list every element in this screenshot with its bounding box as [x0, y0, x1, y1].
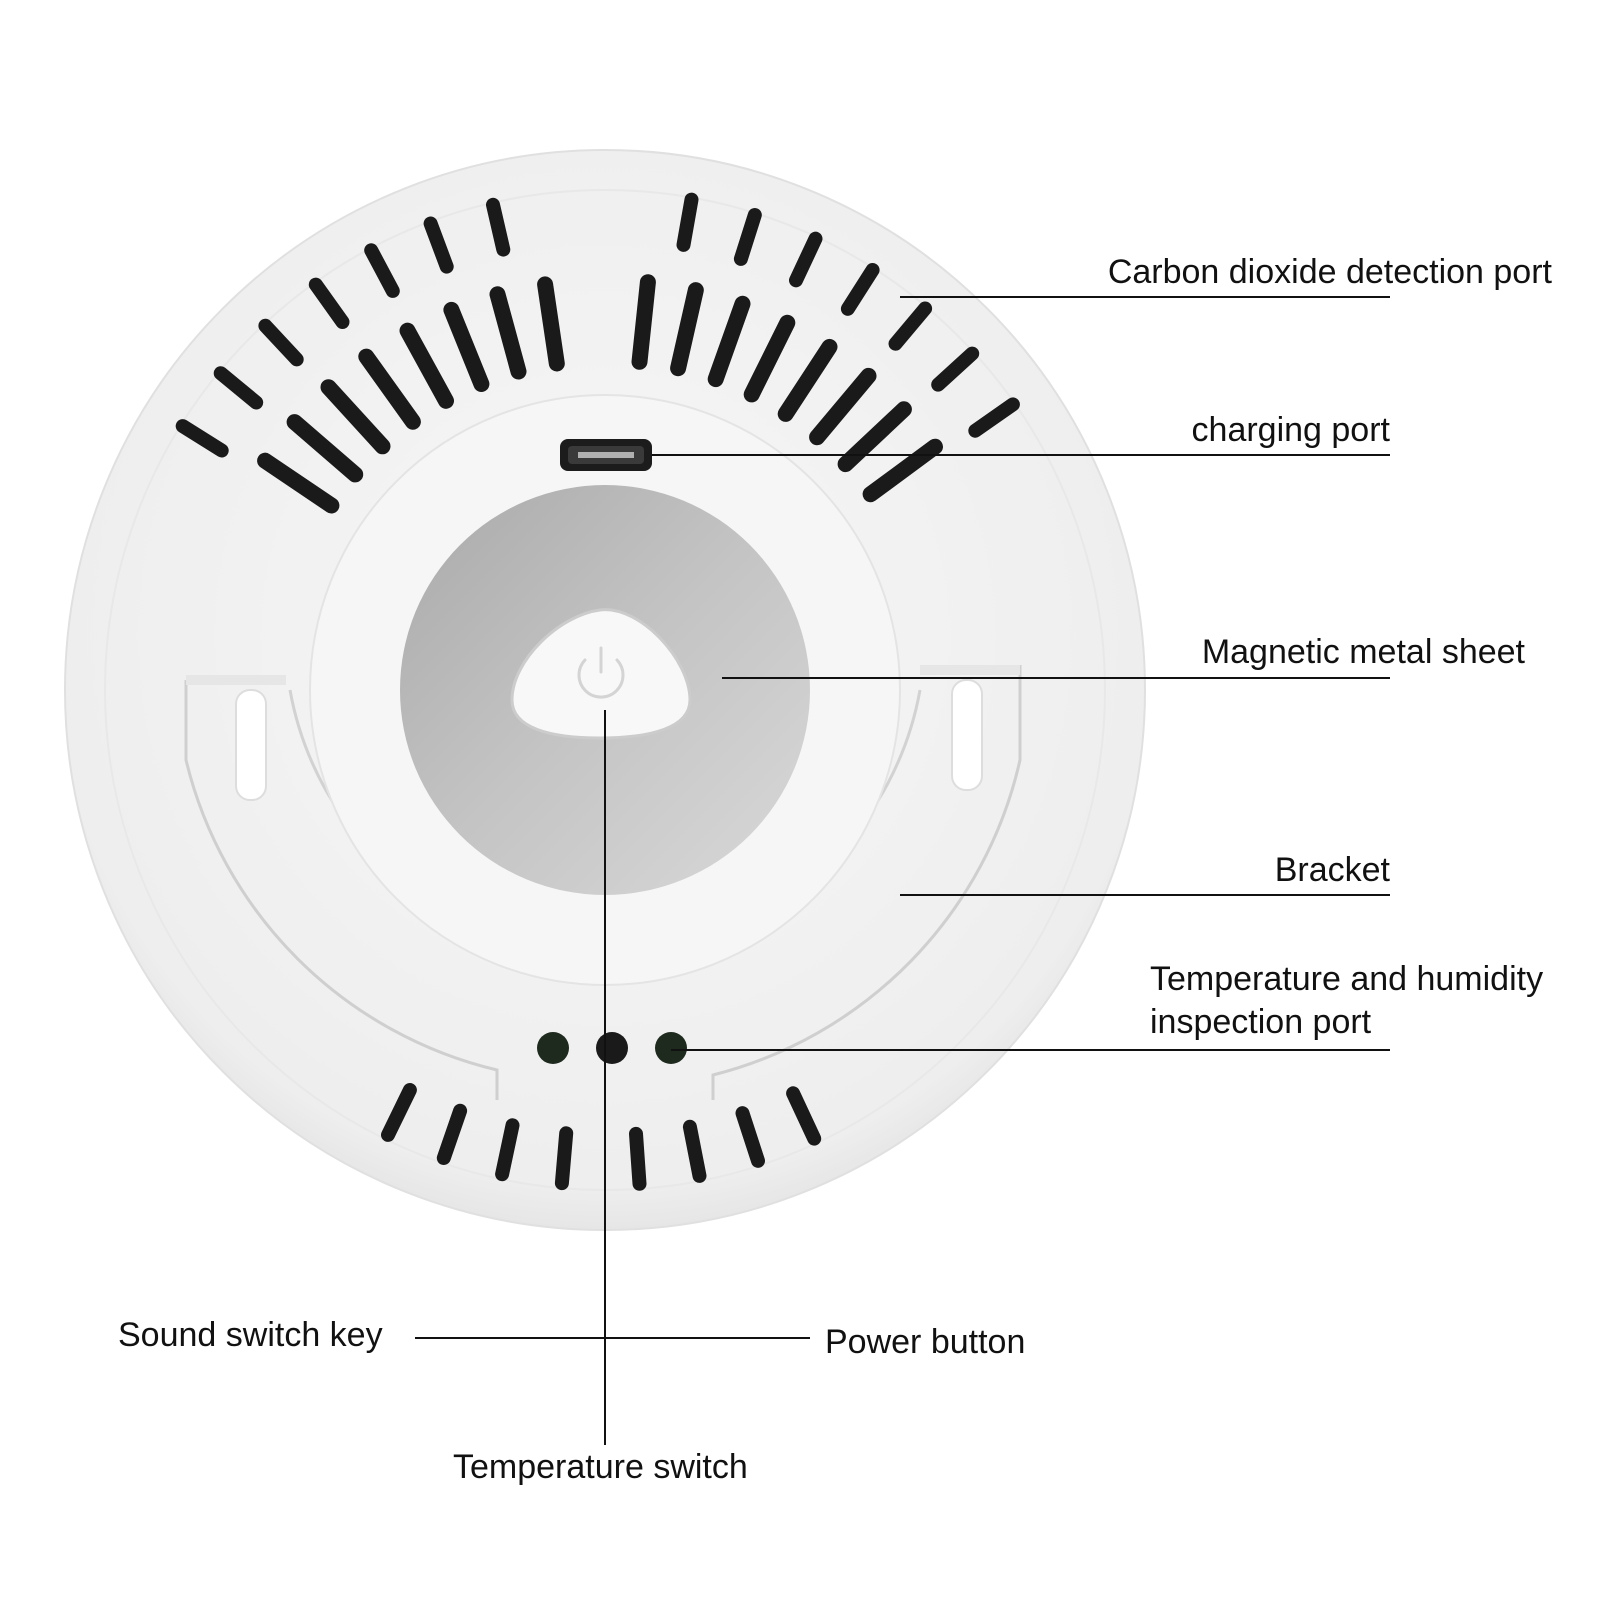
vent-slot — [257, 452, 340, 514]
vent-slot — [381, 1083, 417, 1142]
vent-slot — [537, 276, 565, 372]
vent-slot — [735, 1106, 765, 1168]
sound-switch-key-hole[interactable] — [537, 1032, 569, 1064]
vent-slot — [364, 243, 400, 298]
vent-slot — [495, 1118, 520, 1182]
vent-slot — [789, 231, 823, 288]
bracket-tab-left — [186, 675, 286, 685]
temperature-humidity-inspection-port — [655, 1032, 687, 1064]
vent-slot — [931, 346, 980, 392]
vent-slot — [670, 282, 704, 377]
vent-slots-top-outer — [175, 192, 1020, 458]
vent-slot — [786, 1086, 822, 1146]
label-temperature-switch: Temperature switch — [453, 1448, 748, 1486]
vent-slot — [676, 192, 699, 252]
vent-slot — [358, 348, 421, 430]
power-icon — [577, 646, 625, 699]
vent-slot — [486, 197, 511, 257]
label-magnetic-metal-sheet: Magnetic metal sheet — [1201, 633, 1525, 671]
label-temp-humidity-line2: inspection port — [1150, 1003, 1372, 1041]
label-charging-port: charging port — [1191, 411, 1390, 449]
charging-port[interactable] — [560, 439, 652, 471]
vent-slot — [554, 1126, 574, 1191]
bracket-tab-right — [920, 665, 1020, 675]
vent-slot — [840, 263, 880, 316]
bracket-slot-right — [951, 679, 983, 791]
vent-slot — [286, 414, 364, 483]
vent-slot — [308, 277, 350, 329]
label-sound-switch-key: Sound switch key — [118, 1316, 383, 1354]
vent-slot — [399, 322, 454, 409]
label-power-button: Power button — [825, 1323, 1026, 1361]
power-button[interactable] — [510, 608, 692, 740]
bracket — [184, 665, 1022, 1100]
micro-usb-port-icon — [578, 452, 634, 458]
temperature-switch-hole[interactable] — [596, 1032, 628, 1064]
vent-slot — [629, 1126, 647, 1191]
vent-slot — [213, 366, 264, 410]
vent-slot — [489, 286, 527, 380]
bracket-slot-left — [235, 689, 267, 801]
vent-slot — [743, 314, 796, 403]
label-co2-detection-port: Carbon dioxide detection port — [1107, 253, 1552, 291]
vent-slot — [968, 397, 1020, 438]
label-bracket: Bracket — [1274, 851, 1390, 889]
leader-lines — [415, 296, 1390, 1445]
vent-slots-top-inner — [257, 274, 943, 514]
vent-slot — [682, 1119, 707, 1183]
vent-slot — [809, 367, 877, 446]
vent-slot — [320, 379, 391, 455]
vent-slot — [888, 301, 933, 351]
vent-slots-bottom — [381, 1083, 822, 1191]
vent-slot — [631, 274, 656, 370]
vent-slot — [175, 419, 229, 458]
vent-slot — [777, 338, 838, 422]
vent-slot — [443, 301, 490, 392]
vent-slot — [707, 295, 751, 388]
vent-slot — [258, 318, 304, 367]
vent-slot — [436, 1103, 468, 1165]
vent-slot — [423, 216, 454, 274]
label-temp-humidity-line1: Temperature and humidity — [1150, 960, 1544, 998]
vent-slot — [733, 208, 762, 266]
